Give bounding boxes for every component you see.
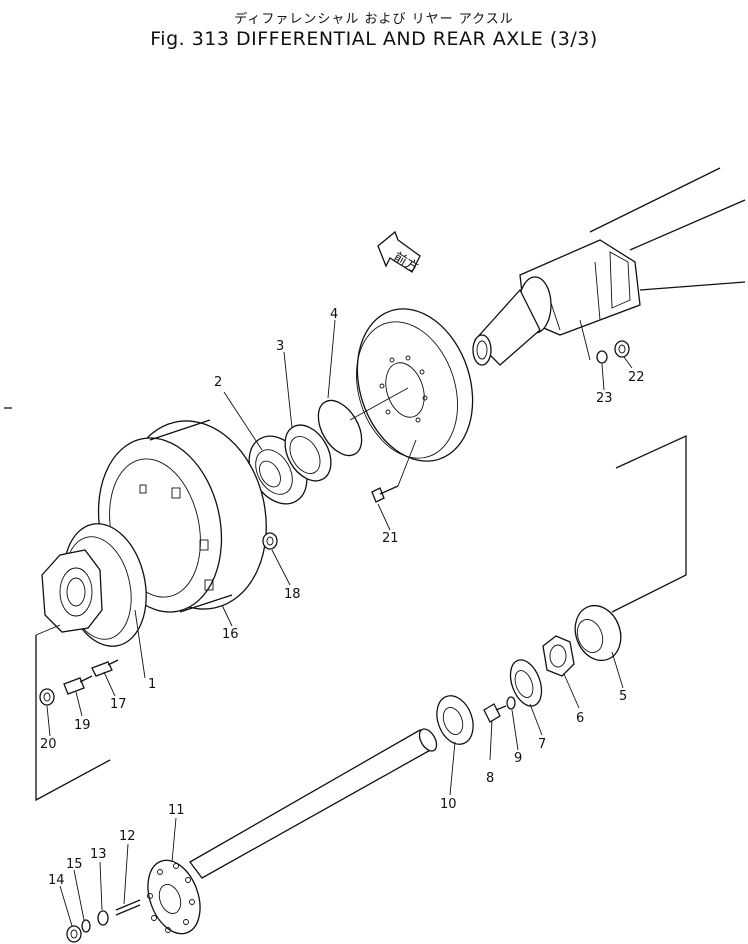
nut-14 [66,925,82,943]
locknut-6 [542,635,575,677]
leader-lines [46,319,633,927]
callout-12: 12 [119,829,136,844]
washer-15 [81,919,91,933]
callout-1: 1 [148,677,156,692]
callout-11: 11 [168,803,185,818]
callout-labels: 1 2 3 4 5 6 7 8 9 10 11 12 13 14 15 16 1… [40,307,645,888]
callout-6: 6 [576,711,584,726]
bolt-12 [115,899,141,916]
axle-shaft-11 [147,728,438,935]
oil-seal-3 [284,424,332,482]
callout-17: 17 [110,697,127,712]
callout-16: 16 [222,627,239,642]
washer-9 [506,696,516,710]
washer-13 [97,910,109,926]
snap-ring-4 [317,399,363,457]
callout-9: 9 [514,751,522,766]
lock-washer-7 [509,659,543,707]
backing-plate [349,308,474,462]
callout-14: 14 [48,873,65,888]
callout-5: 5 [619,689,627,704]
nut-22 [614,340,630,358]
stud-bolt-19 [63,675,93,695]
axle-housing [472,167,746,366]
callout-8: 8 [486,771,494,786]
callout-19: 19 [74,718,91,733]
callout-18: 18 [284,587,301,602]
callout-10: 10 [440,797,457,812]
assembly-bracket-right [611,434,687,613]
front-direction-arrow-icon: 前方 [377,230,421,276]
callout-13: 13 [90,847,107,862]
callout-23: 23 [596,391,613,406]
callout-2: 2 [214,375,222,390]
wheel-hub-1 [41,523,147,647]
nut-18 [262,532,278,550]
callout-4: 4 [330,307,338,322]
japanese-title: ディファレンシャル および リヤー アクスル [234,12,514,27]
bolt-8 [483,703,507,723]
callout-7: 7 [538,737,546,752]
callout-22: 22 [628,370,645,385]
seal-10 [436,695,474,745]
assembly-bracket-left [35,624,111,802]
figure-title: Fig. 313 DIFFERENTIAL AND REAR AXLE (3/3… [150,28,598,50]
nut-20 [39,688,55,706]
bolt-21 [371,439,417,503]
callout-15: 15 [66,857,83,872]
callout-20: 20 [40,737,57,752]
callout-21: 21 [382,531,399,546]
callout-3: 3 [276,339,284,354]
bearing-5 [574,604,622,662]
stud-bolt-17 [91,659,119,677]
washer-23 [596,350,608,364]
